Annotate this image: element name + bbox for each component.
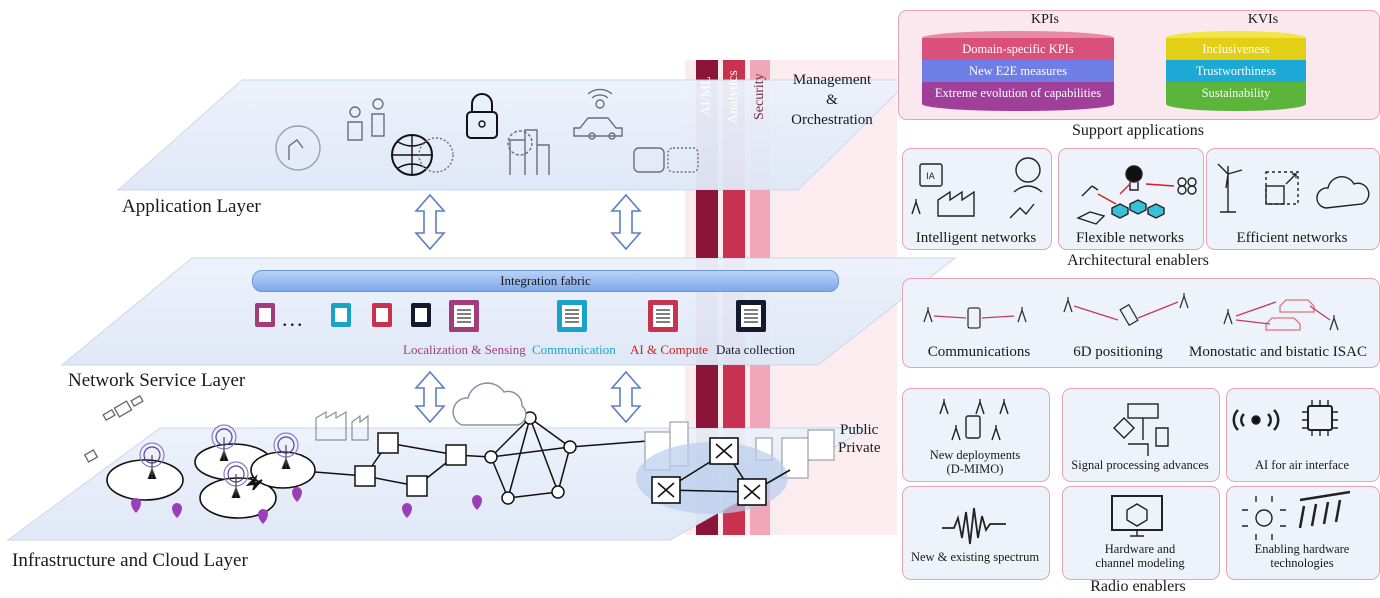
isac-mono-bistatic-label: Monostatic and bistatic ISAC [1189,344,1367,360]
kvi-inclusiveness: Inclusiveness [1202,42,1270,56]
service-components [255,300,766,332]
support-applications-caption: Support applications [1072,122,1204,139]
architectural-enablers-caption: Architectural enablers [1067,252,1209,269]
communication-label: Communication [532,342,616,357]
intelligent-networks-panel [902,148,1052,250]
factory-icon [315,410,369,441]
private-label: Private [838,440,881,456]
svg-text:IA: IA [926,172,936,182]
kvi-sustainability: Sustainability [1201,86,1271,100]
localization-sensing-label: Localization & Sensing [403,342,526,357]
kvi-trustworthiness: Trustworthiness [1195,64,1277,78]
signal-processing-label: Signal processing advances [1071,458,1209,472]
infrastructure-layer-label: Infrastructure and Cloud Layer [12,550,248,571]
cloud-icon [452,382,527,426]
ai-ml-label: AI/ML [699,76,714,116]
network-service-layer-label: Network Service Layer [68,370,246,391]
kpi-domain-specific: Domain-specific KPIs [962,42,1074,56]
public-label: Public [840,422,879,438]
efficient-networks-panel [1206,148,1380,250]
kpis-title: KPIs [1030,12,1059,27]
hw-modeling-label: Hardware and channel modeling [1095,542,1185,570]
application-icons [275,88,699,176]
isac-6d-positioning-label: 6D positioning [1073,344,1163,360]
spectrum-panel [902,486,1050,580]
management-orchestration-label: Management & Orchestration [791,72,873,128]
analytics-label: Analytics [726,70,741,124]
application-layer-label: Application Layer [122,196,261,217]
intelligent-networks-label: Intelligent networks [915,230,1037,246]
kpi-extreme-evolution: Extreme evolution of capabilities [934,86,1102,100]
kpi-kvi-cylinders [922,31,1306,111]
hw-technologies-label: Enabling hardware technologies [1254,542,1350,570]
application-plane [116,79,912,191]
ai-air-interface-label: AI for air interface [1254,458,1350,472]
hw-technologies-panel [1226,486,1380,580]
integration-fabric-bar: Integration fabric [252,270,839,292]
flexible-networks-label: Flexible networks [1076,230,1184,246]
architectural-icons: IA [911,157,1370,225]
spectrum-label: New & existing spectrum [910,550,1040,564]
radio-enabler-icons [939,399,1351,545]
data-collection-label: Data collection [716,342,796,357]
kpi-new-e2e: New E2E measures [969,64,1067,78]
ai-air-interface-panel [1226,388,1380,482]
isac-communications-label: Communications [927,344,1031,360]
hw-modeling-panel [1062,486,1220,580]
infrastructure-network [314,411,661,505]
isac-icons [923,293,1339,331]
ellipsis: ... [282,306,305,331]
new-deployments-panel [902,388,1050,482]
kvis-title: KVIs [1247,12,1279,27]
layer-arrows [414,193,642,424]
security-label: Security [752,73,767,121]
location-pins [131,487,482,524]
new-deployments-label: New deployments (D-MIMO) [929,448,1021,476]
isac-panel [902,278,1380,368]
ai-compute-label: AI & Compute [630,342,708,357]
efficient-networks-label: Efficient networks [1236,230,1348,246]
satellite-icon [83,395,144,463]
flexible-networks-panel [1058,148,1204,250]
radio-enablers-caption: Radio enablers [1090,578,1186,595]
switches [651,437,791,506]
